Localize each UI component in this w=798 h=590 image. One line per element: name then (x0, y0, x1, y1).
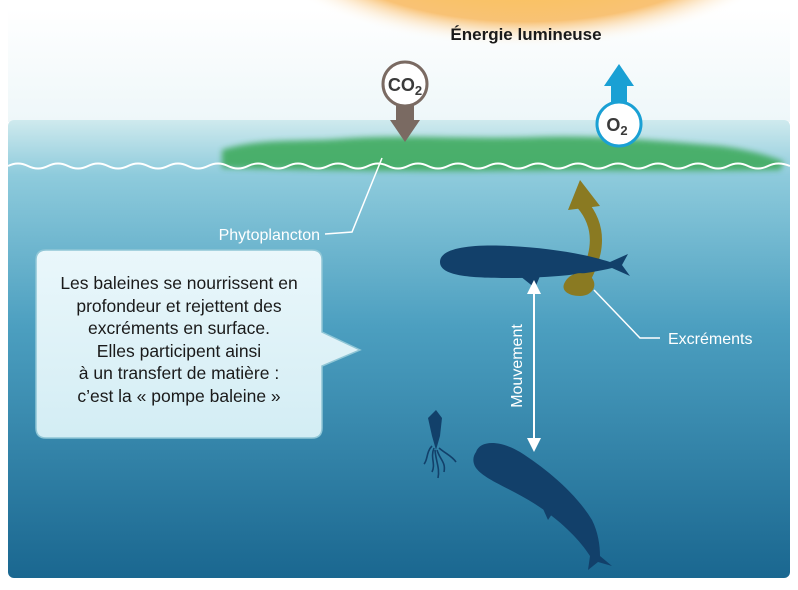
o2-text: O (606, 115, 620, 135)
info-callout (35, 249, 362, 439)
info-line: c’est la « pompe baleine » (77, 385, 281, 406)
excrement-patch (563, 273, 595, 296)
o2-subscript: 2 (620, 123, 627, 138)
phytoplankton-label: Phytoplancton (219, 227, 320, 244)
info-line: excréments en surface. (88, 318, 270, 338)
co2-badge: CO2 (381, 60, 429, 108)
info-line: Les baleines se nourrissent en (60, 273, 298, 293)
info-line: à un transfert de matière : (78, 363, 280, 383)
svg-text:O2: O2 (606, 115, 627, 138)
light-energy-label: Énergie lumineuse (450, 25, 601, 44)
co2-text: CO (388, 75, 415, 95)
movement-arrow (527, 280, 541, 452)
info-line: profondeur et rejettent des (76, 295, 282, 316)
excrement-label: Excréments (668, 331, 752, 348)
squid (423, 410, 457, 479)
excrement-leader (593, 289, 660, 339)
info-text: Les baleines se nourrissent en profondeu… (36, 250, 322, 437)
excrement-arrow-head (568, 180, 600, 210)
svg-text:CO2: CO2 (388, 75, 422, 98)
info-line: Elles participent ainsi (96, 340, 262, 361)
phytoplankton-leader (324, 157, 383, 235)
movement-label: Mouvement (509, 324, 526, 408)
o2-badge: O2 (595, 100, 643, 148)
phytoplankton-band (222, 136, 784, 172)
whale-lower (473, 443, 612, 570)
co2-subscript: 2 (415, 83, 422, 98)
sea-surface-line (7, 162, 791, 170)
